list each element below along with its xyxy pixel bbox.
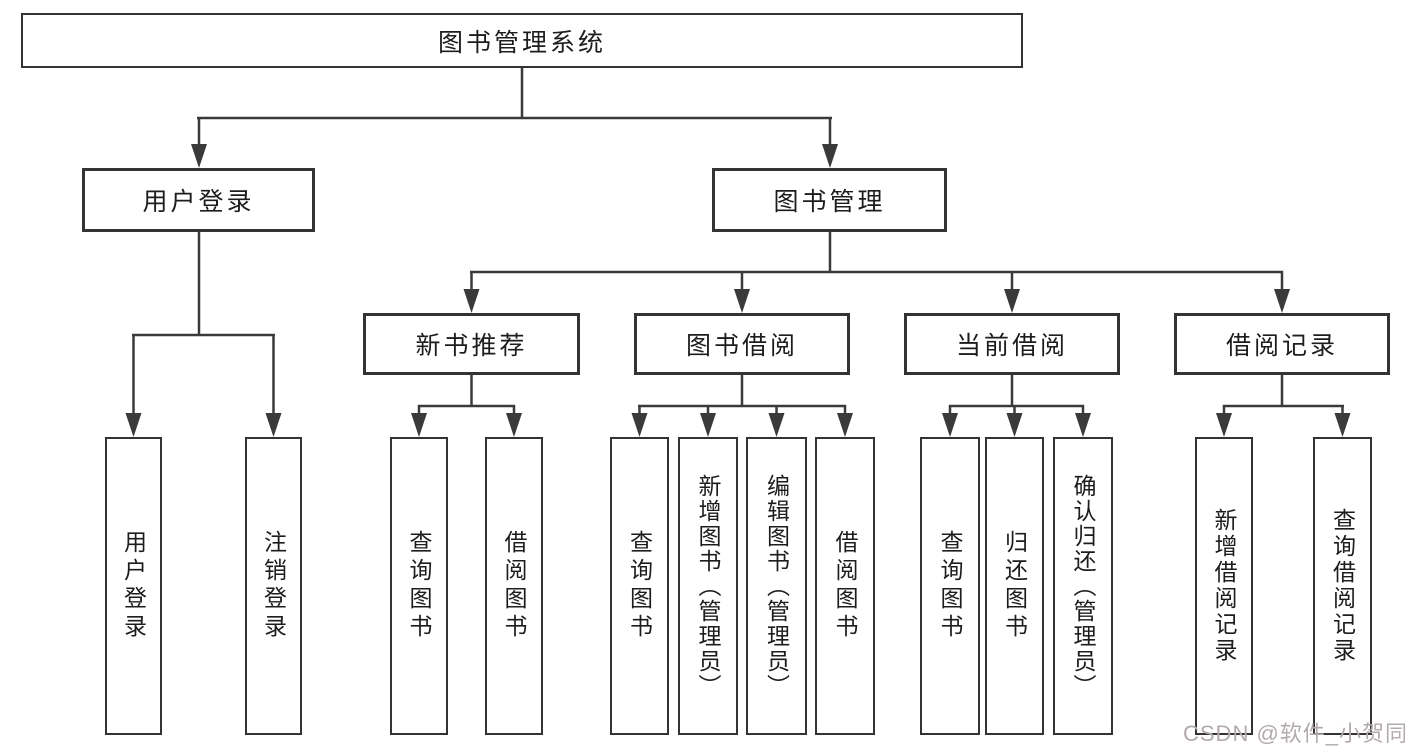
arrowhead xyxy=(191,144,207,168)
leaf-borrow-book-recommend: 借阅图书 xyxy=(485,437,543,735)
arrowhead xyxy=(1006,413,1023,437)
node-label: 确认归还（管理员） xyxy=(1070,473,1096,699)
node-book-management: 图书管理 xyxy=(712,168,947,232)
leaf-query-book-borrow: 查询图书 xyxy=(610,437,669,735)
node-borrow-records: 借阅记录 xyxy=(1174,313,1390,375)
arrowhead xyxy=(463,289,480,313)
node-label: 图书借阅 xyxy=(685,332,798,360)
csdn-watermark: CSDN @软件_小贺同学 xyxy=(1183,721,1405,746)
arrowhead xyxy=(734,289,750,313)
node-label: 借阅图书 xyxy=(501,530,527,642)
node-label: 注销登录 xyxy=(260,530,287,642)
connector-book-management-to-level3 xyxy=(463,230,1290,313)
arrowhead xyxy=(411,413,427,437)
arrowhead xyxy=(837,413,853,437)
leaf-query-book-current: 查询图书 xyxy=(920,437,980,735)
arrowhead xyxy=(125,413,142,437)
node-label: 借阅记录 xyxy=(1225,332,1338,360)
connector-borrow-records-children xyxy=(1216,373,1351,437)
node-book-borrow: 图书借阅 xyxy=(634,313,850,375)
connector-root-to-level2 xyxy=(191,67,838,168)
leaf-user-login: 用户登录 xyxy=(105,437,162,735)
leaf-confirm-return-admin: 确认归还（管理员） xyxy=(1053,437,1113,735)
node-label: 查询图书 xyxy=(626,530,653,642)
leaf-borrow-book: 借阅图书 xyxy=(815,437,875,735)
arrowhead xyxy=(700,413,716,437)
leaf-add-borrow-record: 新增借阅记录 xyxy=(1195,437,1253,735)
arrowhead xyxy=(631,413,648,437)
node-library-management-system: 图书管理系统 xyxy=(21,13,1023,68)
node-label: 当前借阅 xyxy=(955,332,1068,360)
node-label: 图书管理系统 xyxy=(437,28,606,57)
leaf-edit-book-admin: 编辑图书（管理员） xyxy=(746,437,807,735)
arrowhead xyxy=(1004,289,1020,313)
arrowhead xyxy=(768,413,785,437)
node-label: 新增图书（管理员） xyxy=(695,473,721,699)
arrowhead xyxy=(1274,289,1290,313)
node-label: 查询图书 xyxy=(937,530,963,642)
node-label: 借阅图书 xyxy=(832,530,858,642)
node-new-book-recommend: 新书推荐 xyxy=(363,313,580,375)
node-label: 用户登录 xyxy=(120,530,147,642)
arrowhead xyxy=(942,413,958,437)
node-label: 查询图书 xyxy=(406,530,432,642)
arrowhead xyxy=(1075,413,1091,437)
leaf-add-book-admin: 新增图书（管理员） xyxy=(678,437,738,735)
node-label: 新书推荐 xyxy=(415,332,528,360)
arrowhead xyxy=(1216,413,1232,437)
node-label: 归还图书 xyxy=(1001,530,1028,642)
arrowhead xyxy=(822,144,838,168)
leaf-return-book: 归还图书 xyxy=(985,437,1044,735)
connector-new-book-recommend-children xyxy=(411,373,522,437)
node-user-login: 用户登录 xyxy=(82,168,315,232)
arrowhead xyxy=(506,413,522,437)
arrowhead xyxy=(1334,413,1351,437)
node-label: 图书管理 xyxy=(773,188,886,216)
connector-book-borrow-children xyxy=(631,373,853,437)
connector-current-borrow-children xyxy=(942,373,1091,437)
node-label: 用户登录 xyxy=(142,188,255,216)
node-label: 查询借阅记录 xyxy=(1329,508,1356,664)
connector-user-login-children xyxy=(125,230,282,437)
leaf-query-book-recommend: 查询图书 xyxy=(390,437,448,735)
node-label: 新增借阅记录 xyxy=(1211,508,1237,664)
node-label: 编辑图书（管理员） xyxy=(763,473,790,699)
node-current-borrow: 当前借阅 xyxy=(904,313,1120,375)
leaf-query-borrow-record: 查询借阅记录 xyxy=(1313,437,1372,735)
arrowhead xyxy=(265,413,282,437)
leaf-logout: 注销登录 xyxy=(245,437,302,735)
